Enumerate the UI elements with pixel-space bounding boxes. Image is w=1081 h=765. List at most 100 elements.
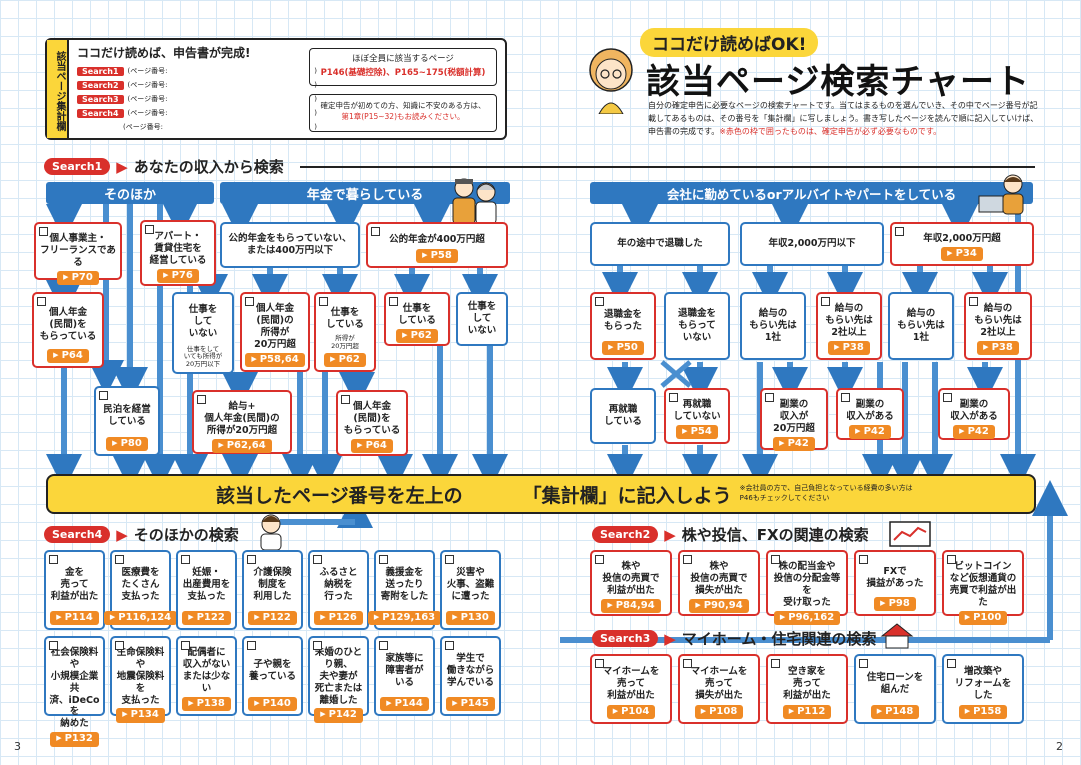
checkbox[interactable] xyxy=(341,395,350,404)
search2-item[interactable]: 株や 投信の売買で 損失が出たP90,94 xyxy=(678,550,760,616)
checkbox[interactable] xyxy=(947,659,956,668)
checkbox[interactable] xyxy=(49,641,58,650)
checkbox[interactable] xyxy=(859,555,868,564)
search2-item[interactable]: 株や 投信の売買で 利益が出たP84,94 xyxy=(590,550,672,616)
checkbox[interactable] xyxy=(895,227,904,236)
search2-item[interactable]: 株の配当金や 投信の分配金等を 受け取ったP96,162 xyxy=(766,550,848,625)
box-retired[interactable]: 年の途中で退職した xyxy=(590,222,730,266)
checkbox[interactable] xyxy=(313,555,322,564)
box-work-20[interactable]: 仕事を している 所得が 20万円超 P62 xyxy=(314,292,376,372)
search3-item[interactable]: 増改築や リフォームを したP158 xyxy=(942,654,1024,724)
box-private-pension[interactable]: 個人年金 (民間)を もらっている P64 xyxy=(32,292,104,368)
search4-item[interactable]: 学生で 働きながら 学んでいるP145 xyxy=(440,636,501,716)
search4-item[interactable]: 義援金を 送ったり 寄附をしたP129,163 xyxy=(367,550,442,630)
checkbox[interactable] xyxy=(181,555,190,564)
box-pension-less[interactable]: 公的年金をもらっていない、 または400万円以下 xyxy=(220,222,360,268)
box-salary-one[interactable]: 給与の もらい先は 1社 xyxy=(740,292,806,360)
search2-item[interactable]: ビットコイン など仮想通貨の 売買で利益が出たP100 xyxy=(942,550,1024,625)
search4-item[interactable]: 未婚のひとり親、 夫や妻が 死亡または 離婚したP142 xyxy=(308,636,369,723)
box-apartment[interactable]: アパート・ 賃貸住宅を 経営している P76 xyxy=(140,220,216,286)
box-self-employed[interactable]: 個人事業主・ フリーランスである P70 xyxy=(34,222,122,286)
checkbox[interactable] xyxy=(821,297,830,306)
search4-item[interactable]: ふるさと 納税を 行ったP126 xyxy=(308,550,369,630)
box-salary-two-b[interactable]: 給与の もらい先は 2社以上 P38 xyxy=(964,292,1032,360)
search3-item[interactable]: 住宅ローンを 組んだP148 xyxy=(854,654,936,724)
checkbox[interactable] xyxy=(841,393,850,402)
checkbox[interactable] xyxy=(313,641,322,650)
box-over-2000[interactable]: 年収2,000万円超 P34 xyxy=(890,222,1034,266)
box-working[interactable]: 仕事を している P62 xyxy=(384,292,450,346)
checkbox[interactable] xyxy=(145,225,154,234)
summary-row[interactable]: Search4 (ページ番号: ) xyxy=(77,106,317,120)
checkbox[interactable] xyxy=(595,297,604,306)
checkbox[interactable] xyxy=(99,391,108,400)
box-not-reemployed[interactable]: 再就職 していない P54 xyxy=(664,388,730,444)
checkbox[interactable] xyxy=(37,297,46,306)
checkbox[interactable] xyxy=(859,659,868,668)
checkbox[interactable] xyxy=(969,297,978,306)
checkbox[interactable] xyxy=(771,659,780,668)
checkbox[interactable] xyxy=(245,297,254,306)
box-no-work[interactable]: 仕事を して いない 仕事をして いても所得が 20万円以下 xyxy=(172,292,234,374)
checkbox[interactable] xyxy=(379,555,388,564)
search4-item[interactable]: 生命保険料や 地震保険料を 支払ったP134 xyxy=(110,636,171,723)
search4-item[interactable]: 妊娠・ 出産費用を 支払ったP122 xyxy=(176,550,237,630)
box-salary-two[interactable]: 給与の もらい先は 2社以上 P38 xyxy=(816,292,882,360)
summary-row[interactable]: Search3 (ページ番号: ) xyxy=(77,92,317,106)
category-other[interactable]: そのほか xyxy=(46,182,214,204)
category-pension[interactable]: 年金で暮らしている xyxy=(220,182,510,204)
checkbox[interactable] xyxy=(115,555,124,564)
search4-item[interactable]: 社会保険料や 小規模企業共 済、iDeCoを 納めたP132 xyxy=(44,636,105,747)
box-reemployed[interactable]: 再就職 している xyxy=(590,388,656,444)
search2-item[interactable]: FXで 損益があったP98 xyxy=(854,550,936,616)
category-company[interactable]: 会社に勤めているorアルバイトやパートをしている xyxy=(590,182,1033,204)
search3-item[interactable]: マイホームを 売って 利益が出たP104 xyxy=(590,654,672,724)
box-under-2000[interactable]: 年収2,000万円以下 xyxy=(740,222,884,266)
checkbox[interactable] xyxy=(595,659,604,668)
checkbox[interactable] xyxy=(445,641,454,650)
checkbox[interactable] xyxy=(683,555,692,564)
checkbox[interactable] xyxy=(371,227,380,236)
box-got-severance[interactable]: 退職金を もらった P50 xyxy=(590,292,656,360)
checkbox[interactable] xyxy=(379,641,388,650)
checkbox[interactable] xyxy=(389,297,398,306)
checkbox[interactable] xyxy=(319,297,328,306)
checkbox[interactable] xyxy=(683,659,692,668)
summary-row[interactable]: Search1 (ページ番号: ) xyxy=(77,64,317,78)
search4-item[interactable]: 子や親を 養っているP140 xyxy=(242,636,303,716)
box-private-pension-2[interactable]: 個人年金 (民間)を もらっている P64 xyxy=(336,390,408,456)
box-no-severance[interactable]: 退職金を もらって いない xyxy=(664,292,730,360)
box-pension-over[interactable]: 公的年金が400万円超 P58 xyxy=(366,222,508,268)
box-salary-one-b[interactable]: 給与の もらい先は 1社 xyxy=(888,292,954,360)
checkbox[interactable] xyxy=(181,641,190,650)
checkbox[interactable] xyxy=(943,393,952,402)
checkbox[interactable] xyxy=(771,555,780,564)
checkbox[interactable] xyxy=(197,395,206,404)
search4-item[interactable]: 配偶者に 収入がない または少ないP138 xyxy=(176,636,237,716)
checkbox[interactable] xyxy=(49,555,58,564)
checkbox[interactable] xyxy=(247,641,256,650)
box-side-any[interactable]: 副業の 収入がある P42 xyxy=(836,388,904,440)
search4-item[interactable]: 災害や 火事、盗難 に遭ったP130 xyxy=(440,550,501,630)
box-private-income[interactable]: 個人年金 (民間)の 所得が 20万円超 P58,64 xyxy=(240,292,310,372)
search4-item[interactable]: 家族等に 障害者が いるP144 xyxy=(374,636,435,716)
checkbox[interactable] xyxy=(115,641,124,650)
box-side-20[interactable]: 副業の 収入が 20万円超 P42 xyxy=(760,388,828,452)
search3-item[interactable]: マイホームを 売って 損失が出たP108 xyxy=(678,654,760,724)
search4-item[interactable]: 金を 売って 利益が出たP114 xyxy=(44,550,105,630)
checkbox[interactable] xyxy=(39,227,48,236)
checkbox[interactable] xyxy=(445,555,454,564)
checkbox[interactable] xyxy=(765,393,774,402)
summary-row[interactable]: (ページ番号: ) xyxy=(77,120,317,134)
box-side-any-b[interactable]: 副業の 収入がある P42 xyxy=(938,388,1010,440)
box-not-working[interactable]: 仕事を して いない xyxy=(456,292,508,346)
box-minpaku[interactable]: 民泊を経営 している P80 xyxy=(94,386,160,456)
checkbox[interactable] xyxy=(247,555,256,564)
checkbox[interactable] xyxy=(947,555,956,564)
search4-item[interactable]: 医療費を たくさん 支払ったP116,124 xyxy=(103,550,178,630)
box-salary-private[interactable]: 給与+ 個人年金(民間)の 所得が20万円超 P62,64 xyxy=(192,390,292,454)
search3-item[interactable]: 空き家を 売って 利益が出たP112 xyxy=(766,654,848,724)
checkbox[interactable] xyxy=(595,555,604,564)
checkbox[interactable] xyxy=(669,393,678,402)
summary-row[interactable]: Search2 (ページ番号: ) xyxy=(77,78,317,92)
